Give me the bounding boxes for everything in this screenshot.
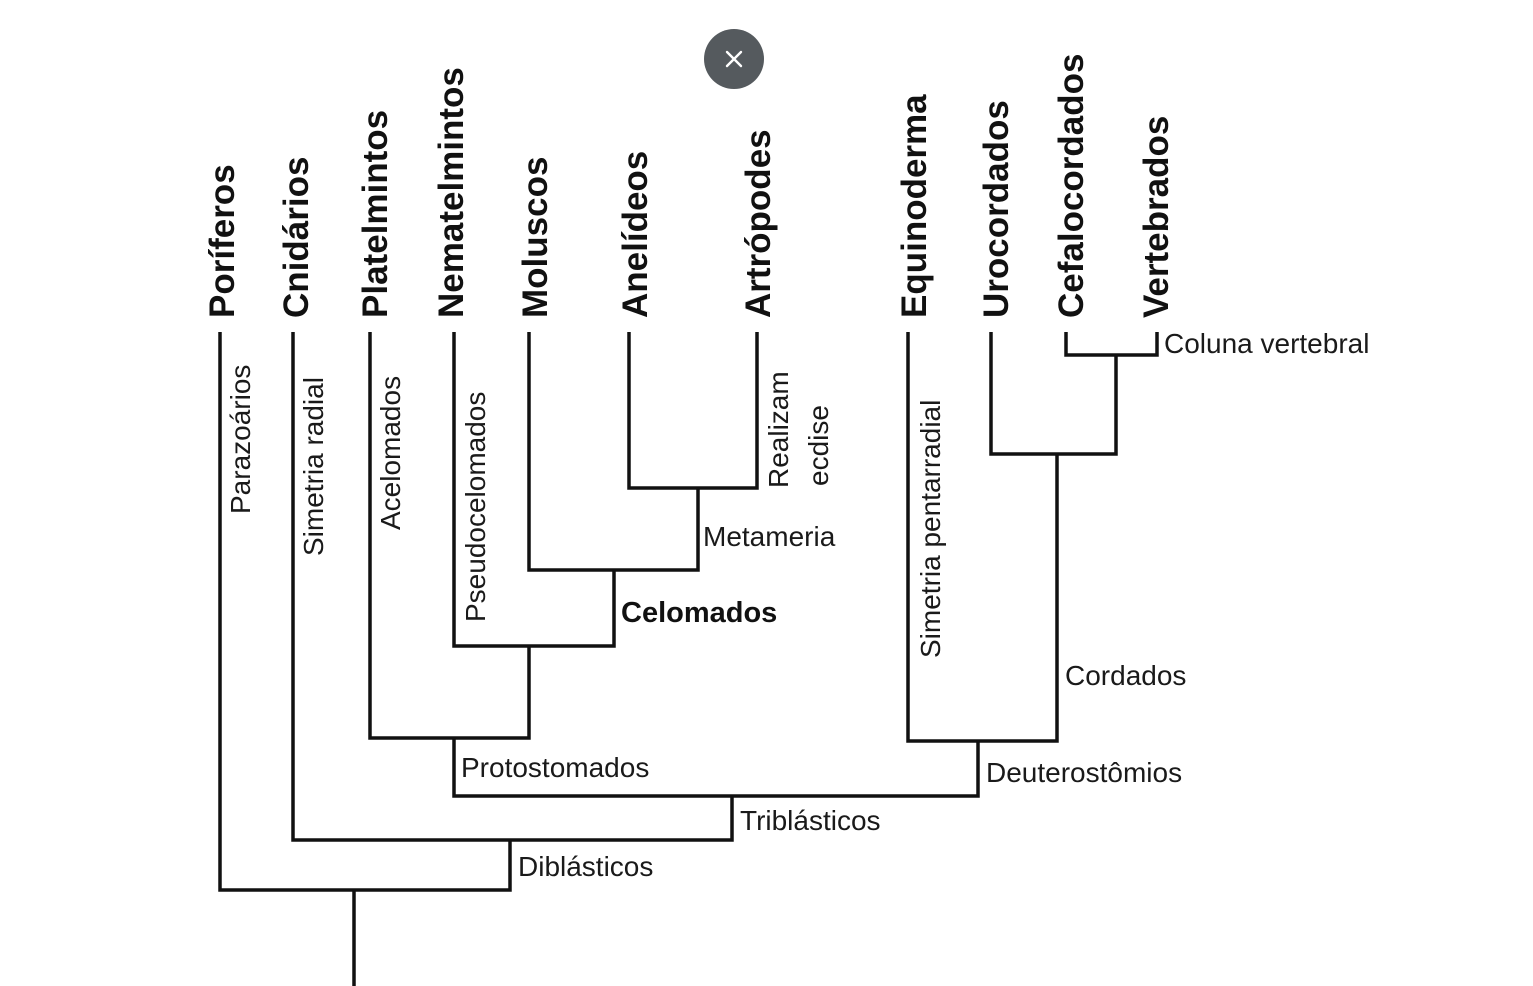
trait-cordados: Cordados [1065, 660, 1186, 691]
branch-protostomados [368, 332, 531, 740]
branch-coluna-vertebral [1064, 332, 1159, 357]
tree-branches [218, 332, 1159, 986]
vertical-trait-labels: Parazoários Simetria radial Acelomados P… [225, 365, 946, 658]
horizontal-trait-labels: Coluna vertebral Metameria Celomados Cor… [461, 328, 1369, 882]
trait-realizam: Realizam [763, 371, 794, 488]
branch-protostomados-deuterostomios [452, 738, 980, 798]
taxon-anelideos: Anelídeos [616, 151, 655, 318]
close-icon [725, 50, 743, 68]
trait-protostomados: Protostomados [461, 752, 649, 783]
trait-triblasticos: Triblásticos [740, 805, 881, 836]
taxon-nematelmintos: Nematelmintos [432, 67, 471, 318]
trait-diblasticos: Diblásticos [518, 851, 653, 882]
trait-deuterostomios: Deuterostômios [986, 757, 1182, 788]
taxon-platelmintos: Platelmintos [356, 110, 395, 318]
branch-celomados [452, 332, 616, 648]
branch-deuterostomios [906, 332, 1059, 743]
taxon-artropodes: Artrópodes [739, 129, 778, 318]
trait-celomados: Celomados [621, 597, 777, 629]
taxon-cefalocordados: Cefalocordados [1052, 54, 1091, 319]
branch-diblasticos [218, 332, 512, 892]
close-button[interactable] [704, 29, 764, 89]
trait-acelomados: Acelomados [375, 376, 406, 530]
trait-pseudocelomados: Pseudocelomados [460, 392, 491, 622]
taxon-moluscos: Moluscos [516, 157, 555, 318]
trait-metameria: Metameria [703, 521, 836, 552]
taxon-poriferos: Poríferos [203, 164, 242, 318]
taxon-labels: Poríferos Cnidários Platelmintos Nematel… [203, 54, 1176, 319]
taxon-cnidarios: Cnidários [277, 157, 316, 318]
trait-simetria-pentarradial: Simetria pentarradial [915, 400, 946, 658]
branch-triblasticos [291, 332, 734, 842]
branch-metameria [527, 332, 700, 572]
trait-ecdise: ecdise [803, 405, 834, 486]
taxon-vertebrados: Vertebrados [1137, 116, 1176, 318]
branch-anelideos-artropodes [627, 332, 759, 490]
trait-simetria-radial: Simetria radial [298, 377, 329, 556]
taxon-equinoderma: Equinoderma [895, 94, 934, 318]
trait-parazoarios: Parazoários [225, 365, 256, 514]
trait-coluna-vertebral: Coluna vertebral [1164, 328, 1369, 359]
taxon-urocordados: Urocordados [977, 100, 1016, 318]
branch-cordados [989, 332, 1118, 456]
